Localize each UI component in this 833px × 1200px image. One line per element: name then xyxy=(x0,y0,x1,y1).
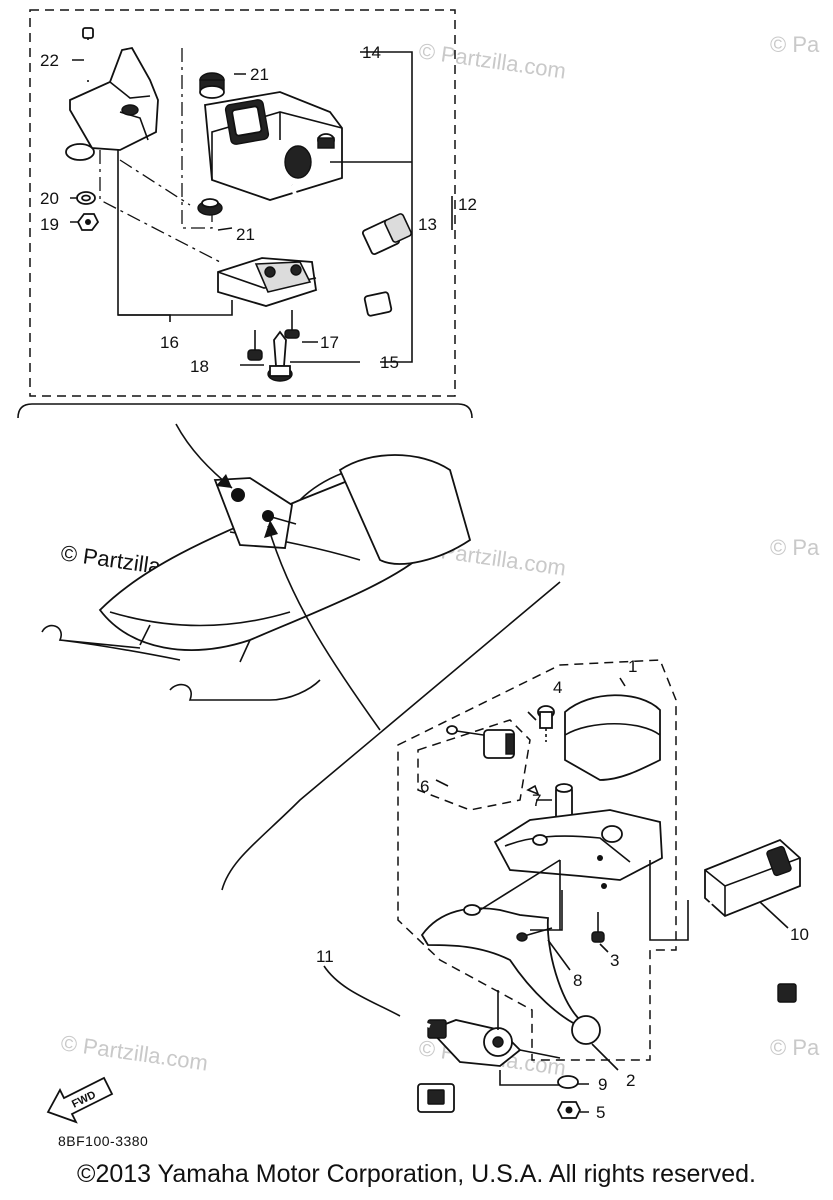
callout-22: 22 xyxy=(40,51,59,70)
diagram-code: 8BF100-3380 xyxy=(58,1133,149,1149)
callout-6: 6 xyxy=(420,777,429,796)
throttle-lever-2 xyxy=(420,907,591,1032)
callout-8: 8 xyxy=(573,971,582,990)
bracket-14-15 xyxy=(360,51,413,363)
callout-18: 18 xyxy=(190,357,209,376)
callout-17: 17 xyxy=(320,333,339,352)
upper-assembly-detail: 22 21 14 20 19 21 13 12 16 17 18 15 xyxy=(17,9,477,419)
lever-knob xyxy=(571,1015,601,1045)
housing-cover xyxy=(564,694,661,781)
fwd-arrow-icon: FWD xyxy=(46,1076,114,1124)
sensor-11 xyxy=(427,1019,522,1067)
callout-4: 4 xyxy=(553,678,562,697)
callout-16: 16 xyxy=(160,333,179,352)
bracket-hole xyxy=(65,143,95,161)
callout-7: 7 xyxy=(532,791,541,810)
watermark-mid-right: © Pa xyxy=(770,535,820,560)
module-10 xyxy=(704,838,801,918)
callout-12: 12 xyxy=(458,195,477,214)
callout-20: 20 xyxy=(40,189,59,208)
watermark-top-center: © Partzilla.com xyxy=(417,38,567,83)
callout-10: 10 xyxy=(790,925,809,944)
collar-7 xyxy=(555,783,573,819)
screw-3 xyxy=(591,912,605,943)
detail-bracket xyxy=(17,403,473,419)
switch-box-14 xyxy=(204,91,343,201)
ski-right xyxy=(169,679,321,701)
snowmobile-illustration xyxy=(41,423,472,731)
copyright-notice: ©2013 Yamaha Motor Corporation, U.S.A. A… xyxy=(77,1160,756,1188)
arrow-to-lower-detail xyxy=(267,525,381,731)
subassembly-frame-6 xyxy=(417,719,531,811)
screw-18 xyxy=(247,330,263,361)
bolt-15 xyxy=(267,330,293,382)
callout-21-bottom: 21 xyxy=(236,225,255,244)
callout-3: 3 xyxy=(610,951,619,970)
screw-17 xyxy=(284,310,300,339)
lower-detail-divider xyxy=(221,581,561,891)
callout-11: 11 xyxy=(316,947,334,966)
lever-housing xyxy=(493,809,663,881)
callout-5: 5 xyxy=(596,1103,605,1122)
connector-10 xyxy=(777,983,797,1003)
throttle-assembly-detail: 1 4 6 7 10 3 8 11 2 9 5 xyxy=(313,657,809,1122)
watermark-top-right: © Pa xyxy=(770,32,820,57)
washer-9 xyxy=(557,1075,579,1089)
sled-seat xyxy=(338,454,472,565)
callout-9: 9 xyxy=(598,1075,607,1094)
callout-2: 2 xyxy=(626,1071,635,1090)
watermark-bottom-left: © Partzilla.com xyxy=(59,1030,209,1075)
mounting-bracket xyxy=(69,46,159,151)
detail-frame xyxy=(29,9,456,397)
bolt-22 xyxy=(82,27,94,82)
callout-21-top: 21 xyxy=(250,65,269,84)
connector-13 xyxy=(361,213,412,256)
ski-left xyxy=(41,624,181,661)
connector-16 xyxy=(363,291,393,317)
switch-6 xyxy=(446,725,540,796)
callout-13: 13 xyxy=(418,215,437,234)
screw-4 xyxy=(537,705,555,742)
assembly-frame-1 xyxy=(397,659,677,1061)
callout-19: 19 xyxy=(40,215,59,234)
grommet-21-bottom xyxy=(197,198,223,216)
callout-15: 15 xyxy=(380,353,399,372)
watermark-bottom-right: © Pa xyxy=(770,1035,820,1060)
callout-1: 1 xyxy=(628,657,637,676)
callout-14: 14 xyxy=(362,43,381,62)
lower-case-16 xyxy=(217,257,317,307)
